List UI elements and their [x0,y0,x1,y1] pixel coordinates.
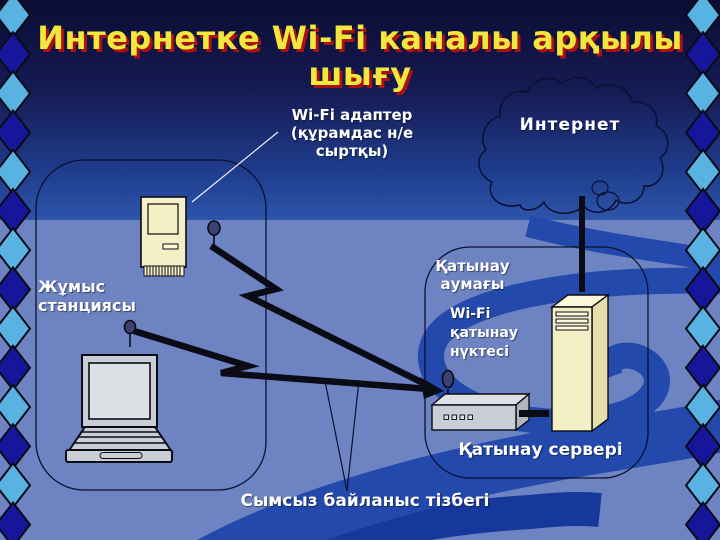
laptop-screen [88,362,151,420]
adapter-label: Wi-Fi адаптер (құрамдас н/е сыртқы) [290,106,414,160]
access-point-icon [430,369,531,432]
access-area-label: Қатынау аумағы [435,257,510,293]
access-point-label: Wi-Fi қатынау нүктесі [450,306,518,360]
server-tower-icon [549,293,611,433]
access-server-label: Қатынау сервері [458,440,623,460]
adapter-callout-line [191,131,279,203]
wireless-links [133,243,444,399]
wireless-chain-callout [324,379,360,492]
desktop-floppy-slot [162,243,179,250]
sky-background [0,0,720,221]
ap-server-cable [519,410,549,417]
wireless-link-zigzag-1 [209,243,431,389]
desktop-grill [143,265,185,277]
internet-cloud-icon [478,76,669,214]
desktop-grill-lines [146,266,181,276]
wireless-link-zigzag-2 [133,327,430,393]
internet-label: Интернет [519,115,621,135]
laptop-key-rows [74,431,166,444]
desktop-screen [147,203,179,235]
cloud-outline [478,76,669,214]
server-vents [555,311,589,331]
slide-title-line2: шығу [308,55,412,93]
access-point-leds [443,414,473,420]
laptop-touchpad [99,452,143,459]
diamond-icon [684,500,720,540]
access-point-antenna-ball [441,369,455,389]
diamond-icon [0,500,32,540]
access-area-outline [424,246,649,479]
server-side [591,293,609,433]
access-point-top [430,393,531,406]
workstation-label: Жұмыс станциясы [38,277,136,315]
workstation-area-outline [35,159,267,491]
cloud-loop-large [596,191,620,211]
laptop-base [65,449,173,463]
desktop-antenna-ball [207,220,221,236]
wave-band-top-right [525,215,720,274]
slide-title-line1: Интернетке Wi-Fi каналы арқылы [37,19,683,57]
laptop-computer-icon [65,319,174,463]
wireless-chain-label: Сымсыз байланыс тізбегі [240,491,490,511]
slide-title: Интернетке Wi-Fi каналы арқылы шығу [0,20,720,92]
wave-band-deep [287,491,602,540]
laptop-antenna-ball [123,319,137,335]
wave-band-main [197,399,720,540]
laptop-keyboard [66,426,174,453]
wireless-link-arrowhead [420,377,444,399]
